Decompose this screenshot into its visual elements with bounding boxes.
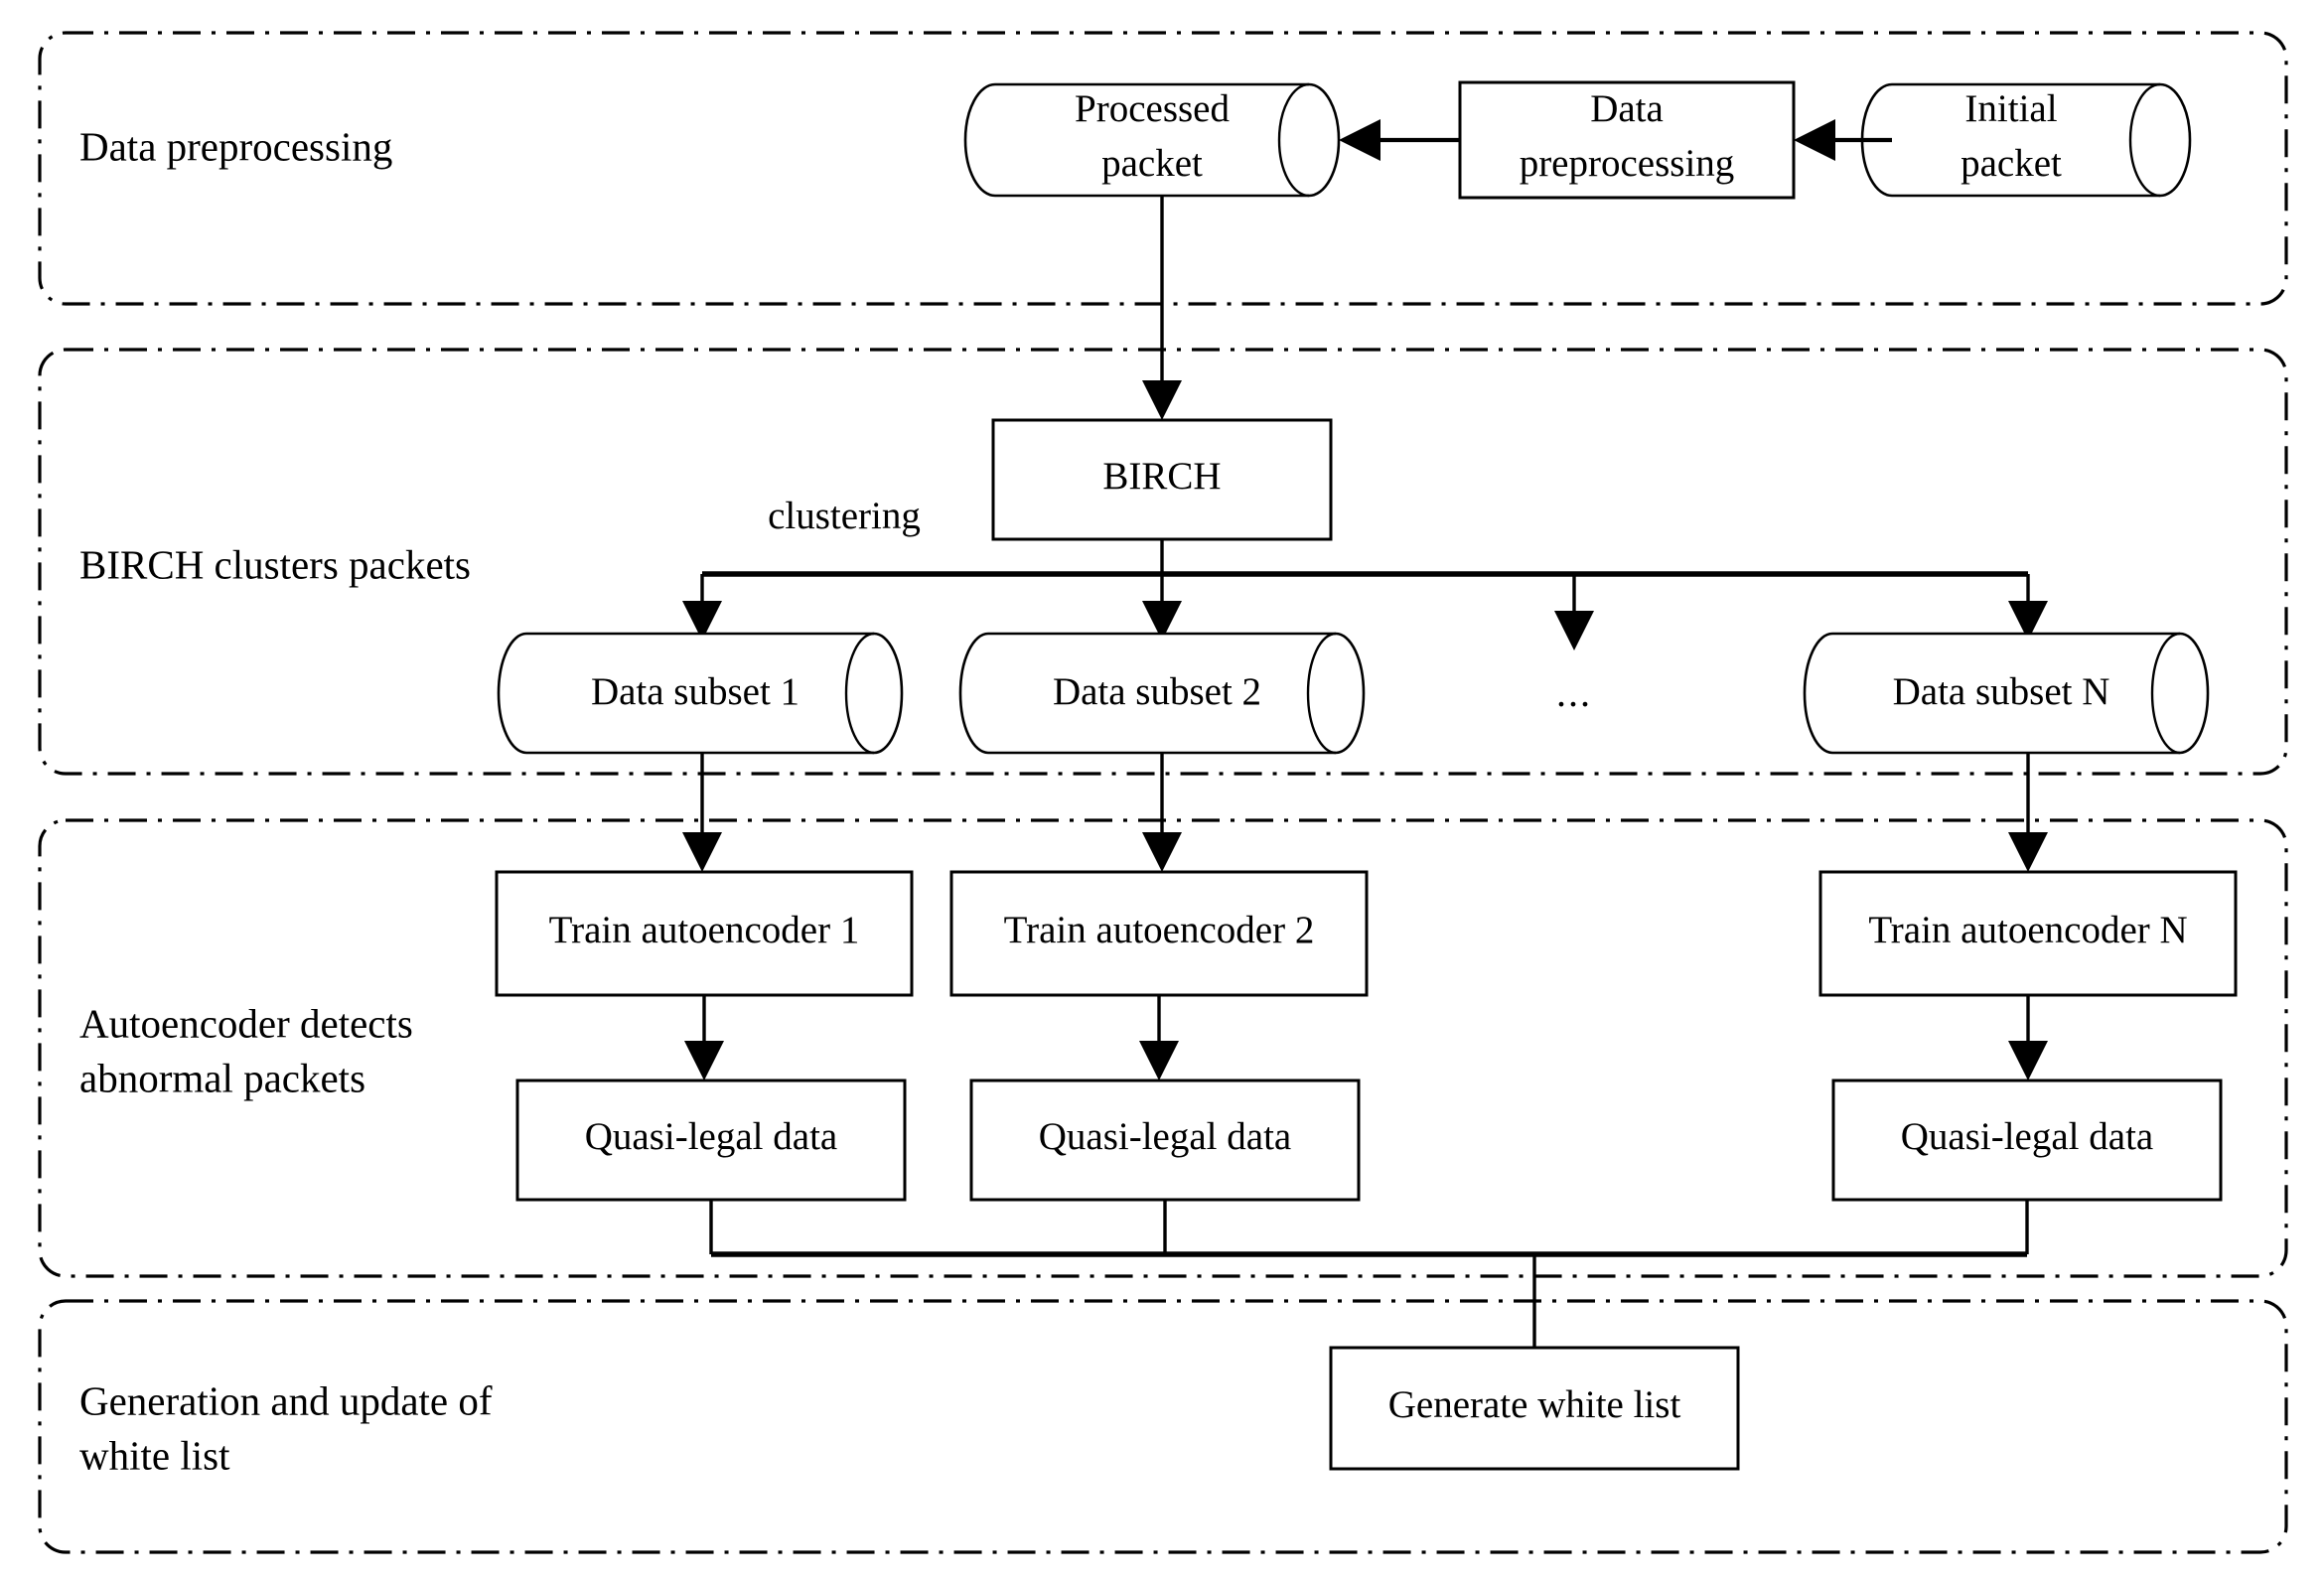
node-data-subset-1: Data subset 1	[497, 632, 904, 755]
node-train-autoencoder-2-label: Train autoencoder 2	[1004, 909, 1315, 951]
node-data-preprocessing: Data preprocessing	[1458, 80, 1796, 200]
node-processed-packet-line2: packet	[1101, 142, 1203, 185]
edge-subset1-to-autoencoder1	[682, 753, 722, 872]
node-train-autoencoder-n: Train autoencoder N	[1818, 870, 2238, 997]
edge-autoencodern-to-quasin	[2008, 995, 2048, 1081]
stage-frame-whitelist	[38, 1299, 2288, 1554]
stage-frame-preprocessing	[38, 31, 2288, 306]
node-quasi-legal-data-n-label: Quasi-legal data	[1901, 1115, 2153, 1158]
node-data-subset-2: Data subset 2	[958, 632, 1366, 755]
edge-initial-to-preprocessing	[1794, 119, 1892, 161]
node-data-subset-n: Data subset N	[1803, 632, 2210, 755]
node-train-autoencoder-2: Train autoencoder 2	[949, 870, 1369, 997]
node-data-subset-ellipsis: ...	[1556, 670, 1592, 715]
node-quasi-legal-data-1: Quasi-legal data	[515, 1079, 907, 1202]
node-data-preprocessing-line2: preprocessing	[1520, 142, 1735, 185]
node-quasi-legal-data-n: Quasi-legal data	[1831, 1079, 2223, 1202]
node-train-autoencoder-1: Train autoencoder 1	[495, 870, 914, 997]
node-initial-packet: Initial packet	[1860, 82, 2192, 198]
stage-label-preprocessing: Data preprocessing	[79, 123, 392, 169]
node-data-subset-2-label: Data subset 2	[1053, 670, 1261, 713]
edge-subsetn-to-autoencodern	[2008, 753, 2048, 872]
node-quasi-legal-data-1-label: Quasi-legal data	[585, 1115, 837, 1158]
edge-autoencoder1-to-quasi1	[684, 995, 724, 1081]
edge-preprocessing-to-processed	[1339, 119, 1460, 161]
stage-label-whitelist-line1: Generation and update of	[79, 1377, 493, 1423]
stage-label-autoencoder-line2: abnormal packets	[79, 1055, 365, 1100]
node-birch-label: BIRCH	[1102, 455, 1221, 498]
node-quasi-legal-data-2: Quasi-legal data	[969, 1079, 1361, 1202]
node-birch: BIRCH	[991, 418, 1333, 541]
node-processed-packet: Processed packet	[963, 82, 1341, 198]
node-initial-packet-line2: packet	[1961, 142, 2062, 185]
edge-birch-fanout	[682, 539, 2048, 650]
node-initial-packet-line1: Initial	[1964, 87, 2057, 130]
node-data-subset-1-label: Data subset 1	[591, 670, 799, 713]
edge-subset2-to-autoencoder2	[1142, 753, 1182, 872]
stage-label-clustering: BIRCH clusters packets	[79, 541, 471, 587]
node-processed-packet-line1: Processed	[1075, 87, 1230, 130]
edge-autoencoder2-to-quasi2	[1139, 995, 1179, 1081]
node-train-autoencoder-1-label: Train autoencoder 1	[549, 909, 860, 951]
edge-processed-to-birch	[1142, 196, 1182, 420]
stage-label-whitelist-line2: white list	[79, 1432, 230, 1478]
node-generate-white-list: Generate white list	[1329, 1346, 1740, 1471]
stage-label-autoencoder-line1: Autoencoder detects	[79, 1000, 413, 1046]
edge-label-clustering: clustering	[768, 495, 921, 537]
node-data-subset-n-label: Data subset N	[1893, 670, 2110, 713]
node-train-autoencoder-n-label: Train autoencoder N	[1868, 909, 2187, 951]
node-data-preprocessing-line1: Data	[1590, 87, 1664, 130]
node-generate-white-list-label: Generate white list	[1388, 1383, 1681, 1426]
node-quasi-legal-data-2-label: Quasi-legal data	[1039, 1115, 1291, 1158]
